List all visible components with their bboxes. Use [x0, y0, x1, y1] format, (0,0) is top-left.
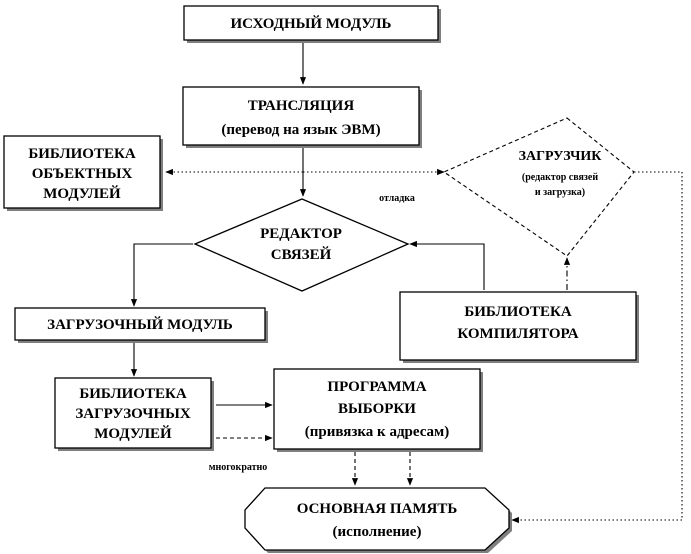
edge-label-repeatedly: многократно	[209, 462, 268, 473]
node-main-memory-line-1: ОСНОВНАЯ ПАМЯТЬ	[297, 501, 458, 517]
node-fetch-program: ПРОГРАММА ВЫБОРКИ (привязка к адресам)	[273, 368, 483, 452]
node-main-memory-line-2: (исполнение)	[333, 524, 422, 540]
node-linker-line-1: РЕДАКТОР	[260, 226, 342, 242]
node-translation-line-2: (перевод на язык ЭВМ)	[221, 122, 380, 138]
node-object-library: БИБЛИОТЕКА ОБЪЕКТНЫХ МОДУЛЕЙ	[3, 135, 163, 211]
node-object-library-line-2: ОБЪЕКТНЫХ	[32, 166, 133, 182]
node-loader-line-3: и загрузка)	[535, 187, 585, 198]
node-load-library-line-2: ЗАГРУЗОЧНЫХ	[75, 406, 191, 422]
node-linker: РЕДАКТОР СВЯЗЕЙ	[193, 198, 410, 292]
edge-linker-to-load-module	[130, 243, 193, 307]
node-source-module: ИСХОДНЫЙ МОДУЛЬ	[183, 5, 441, 43]
node-fetch-program-line-1: ПРОГРАММА	[327, 379, 426, 395]
edge-compiler-library-to-linker	[409, 240, 485, 290]
node-fetch-program-line-3: (привязка к адресам)	[305, 424, 450, 440]
node-compiler-library-line-2: КОМПИЛЯТОРА	[457, 326, 578, 342]
node-linker-line-2: СВЯЗЕЙ	[271, 246, 332, 263]
edge-label-debug: отладка	[379, 193, 415, 204]
node-load-module: ЗАГРУЗОЧНЫЙ МОДУЛЬ	[14, 307, 268, 343]
node-object-library-line-1: БИБЛИОТЕКА	[28, 146, 136, 162]
node-loader-line-1: ЗАГРУЗЧИК	[519, 149, 603, 164]
node-translation: ТРАНСЛЯЦИЯ (перевод на язык ЭВМ)	[182, 86, 422, 148]
node-source-module-line-1: ИСХОДНЫЙ МОДУЛЬ	[231, 15, 392, 32]
node-loader-line-2: (редактор связей	[522, 172, 598, 183]
node-load-library-line-3: МОДУЛЕЙ	[94, 425, 172, 442]
node-load-library: БИБЛИОТЕКА ЗАГРУЗОЧНЫХ МОДУЛЕЙ	[54, 377, 214, 451]
node-main-memory: ОСНОВНАЯ ПАМЯТЬ (исполнение)	[244, 487, 512, 553]
node-compiler-library-line-1: БИБЛИОТЕКА	[464, 304, 572, 320]
node-object-library-line-3: МОДУЛЕЙ	[43, 185, 121, 202]
edge-loader-to-memory	[511, 171, 683, 524]
node-fetch-program-line-2: ВЫБОРКИ	[338, 401, 416, 417]
node-compiler-library: БИБЛИОТЕКА КОМПИЛЯТОРА	[399, 291, 639, 363]
node-load-module-line-1: ЗАГРУЗОЧНЫЙ МОДУЛЬ	[47, 316, 233, 333]
node-loader: ЗАГРУЗЧИК (редактор связей и загрузка)	[442, 117, 635, 257]
node-load-library-line-1: БИБЛИОТЕКА	[79, 386, 187, 402]
node-translation-line-1: ТРАНСЛЯЦИЯ	[248, 98, 355, 114]
